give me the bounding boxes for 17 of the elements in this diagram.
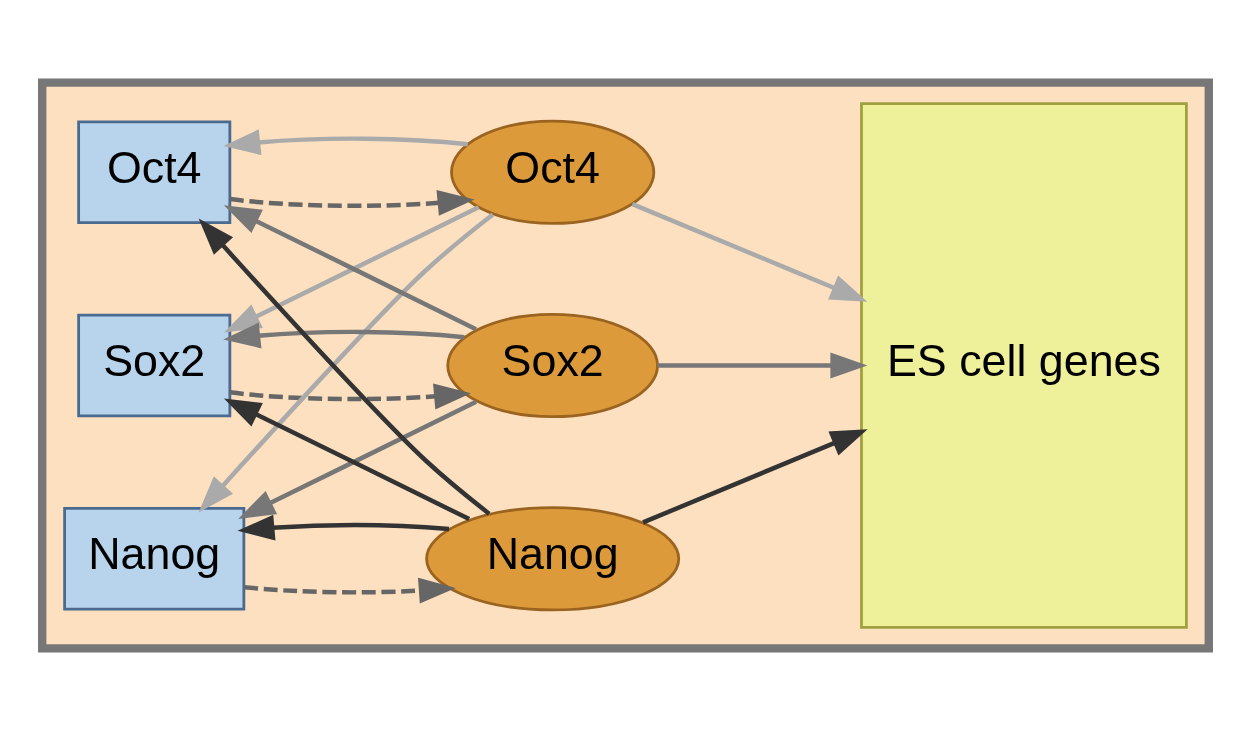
node-ellipse: Sox2 [446, 312, 659, 419]
node-box: ES cell genes [860, 102, 1188, 629]
arrow [223, 129, 469, 156]
cluster [38, 78, 1213, 653]
node-ellipse: Nanog [425, 506, 681, 612]
arrow [229, 383, 472, 410]
arrow [642, 429, 868, 525]
arrow [229, 190, 475, 216]
arrow [223, 322, 465, 349]
node-box: Oct4 [77, 120, 232, 225]
arrow [244, 577, 456, 604]
arrow [237, 514, 450, 541]
node-box: Nanog [63, 506, 246, 611]
node-box: Sox2 [77, 313, 232, 418]
arrow [631, 202, 868, 302]
node-ellipse: Oct4 [450, 119, 656, 225]
arrow [657, 352, 868, 379]
